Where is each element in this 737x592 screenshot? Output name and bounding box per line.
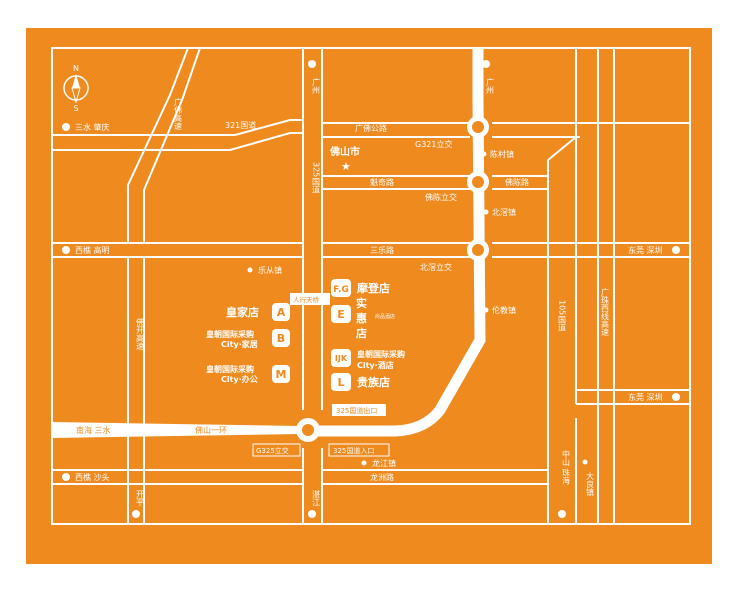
store-m-letter: M (276, 368, 287, 381)
label-daliang-town: 大良镇 (586, 471, 595, 497)
hotel-label: 尚品酒店 (375, 313, 395, 320)
store-a-name: 皇家店 (226, 305, 259, 319)
label-zhongshan-zhuhai: 中山 珠海 (562, 449, 571, 486)
label-g325-interchange: G325立交 (256, 446, 289, 455)
star-icon: ★ (341, 160, 351, 173)
label-dongguan-shenzhen-2: 东莞 深圳 (628, 392, 663, 402)
label-guangzhou-right: 广州 (486, 77, 495, 94)
store-ijk-name: 皇朝国际采购 (357, 349, 405, 359)
compass-icon: N S (63, 64, 89, 113)
interchange-boxes: G325立交 325国道出口 325国道入口 人行天桥 (252, 293, 390, 457)
store-e-name: 实 (356, 296, 367, 310)
edge-markers (62, 60, 680, 518)
store-l-letter: L (337, 376, 344, 389)
store-b-name: 皇朝国际采购 (206, 329, 254, 339)
store-fg-name: 摩登店 (357, 281, 390, 295)
label-entrance-325: 325国道入口 (333, 446, 374, 455)
label-beijiao-town: 北滘镇 (492, 207, 516, 217)
foshan-ring-road (52, 48, 489, 442)
map-frame (51, 47, 691, 525)
store-e-name2: 惠 (356, 311, 367, 325)
label-fochen-road: 佛陈路 (505, 177, 529, 187)
label-nanhai-sanshui: 南海 三水 (76, 425, 111, 435)
store-fg-letter: F.G (333, 285, 349, 295)
store-e-letter: E (337, 308, 345, 321)
label-fokai-expressway: 佛开高速 (136, 317, 145, 351)
label-kaiping: 开平 (136, 490, 145, 507)
store-m-name: 皇朝国际采购 (206, 364, 254, 374)
store-ijk-letter: IJK (335, 354, 348, 363)
label-sanshui-zhaoqing: 三水 肇庆 (75, 122, 110, 132)
label-guangzhu-west: 广珠西线高速 (601, 287, 610, 337)
label-guangzhou-mid: 广州 (312, 77, 321, 94)
label-guangfo-expressway: 广佛高速 (174, 97, 183, 131)
label-beijiao-interchange: 北滘立交 (420, 262, 452, 272)
label-pedestrian-bridge: 人行天桥 (293, 295, 320, 304)
label-sanle-road: 三乐路 (370, 245, 394, 255)
store-l-name: 贵族店 (357, 375, 390, 389)
road-grid (52, 47, 690, 524)
label-national-105: 105国道 (558, 300, 567, 332)
store-b-letter: B (277, 332, 285, 345)
compass-north: N (73, 64, 79, 73)
label-longzhou-road: 龙洲路 (370, 472, 394, 482)
town-markers (247, 151, 588, 466)
label-national-321: 321国道 (225, 120, 256, 130)
store-b-sub: City·家居 (221, 339, 258, 349)
label-lecong-town: 乐从镇 (258, 265, 282, 275)
label-national-325: 325国道 (312, 162, 321, 194)
label-xiqiao-shatou: 西樵 沙头 (75, 472, 110, 482)
store-a-letter: A (277, 306, 286, 319)
label-zhanjiang: 湛江 (312, 490, 321, 507)
compass-south: S (73, 104, 78, 113)
label-fochen-interchange: 佛陈立交 (425, 192, 457, 202)
store-m-sub: City·办公 (221, 374, 258, 384)
label-exit-325: 325国道出口 (336, 406, 377, 415)
label-dongguan-shenzhen-1: 东莞 深圳 (628, 245, 663, 255)
label-chencun-town: 陈村镇 (490, 149, 514, 159)
label-kuiqi-road: 魁奇路 (370, 177, 394, 187)
label-guangfo-road: 广佛公路 (355, 123, 387, 133)
label-longjiang-town: 龙江镇 (372, 458, 396, 468)
store-markers: A 皇家店 B 皇朝国际采购 City·家居 M 皇朝国际采购 City·办公 … (206, 279, 405, 391)
label-foshan-city: 佛山市 (329, 145, 360, 158)
store-e-name3: 店 (356, 326, 367, 340)
label-g321-interchange: G321立交 (415, 139, 452, 149)
label-lunjiao-town: 伦教镇 (492, 305, 516, 315)
store-ijk-sub: City·酒店 (357, 360, 394, 370)
label-xiqiao-gaoming: 西樵 高明 (75, 245, 110, 255)
label-foshan-ring: 佛山一环 (195, 425, 227, 435)
